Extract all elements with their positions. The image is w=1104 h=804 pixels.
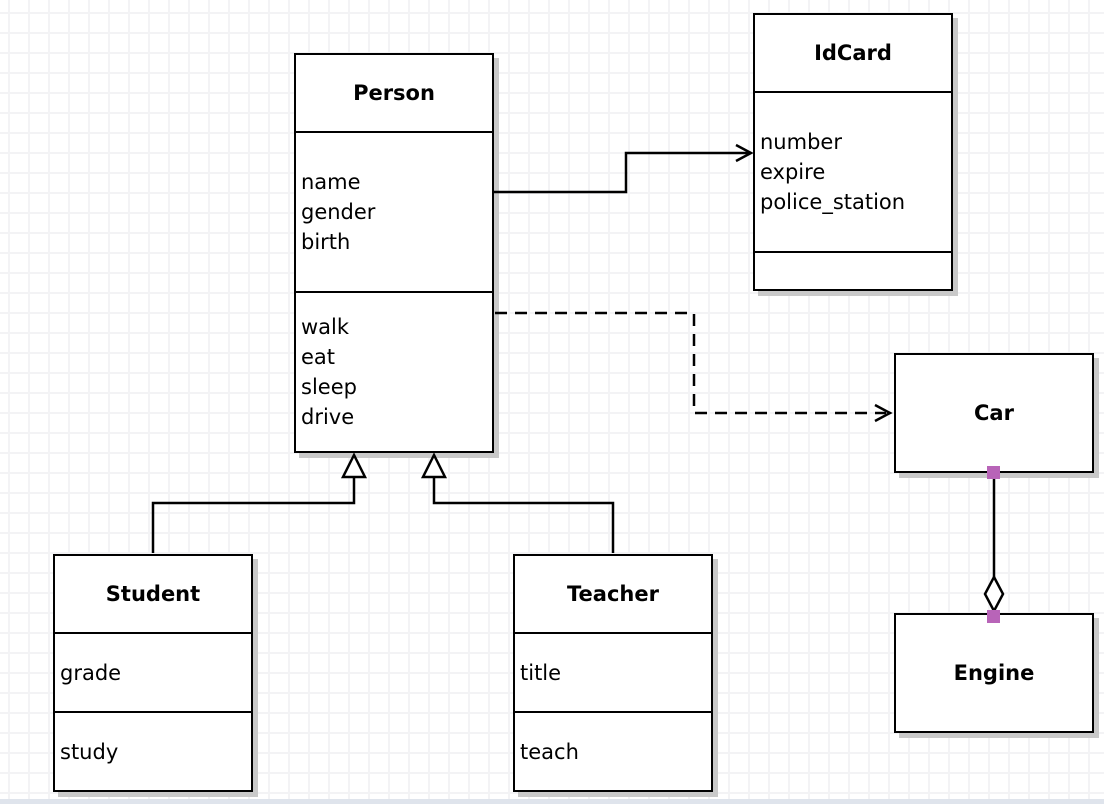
attribute-label: birth	[301, 230, 351, 254]
class-box-idcard[interactable]: IdCard number expire police_station	[753, 13, 953, 291]
attribute-label: name	[301, 170, 361, 194]
methods-compartment-teacher: teach	[515, 713, 711, 790]
connector-association-person-idcard[interactable]	[494, 143, 754, 194]
hollow-triangle-icon	[340, 452, 368, 479]
methods-compartment-idcard	[755, 253, 951, 289]
method-label: sleep	[301, 375, 357, 399]
connector-dependency-person-car[interactable]	[495, 311, 893, 423]
connector-generalization-teacher-person[interactable]	[420, 452, 615, 553]
class-box-student[interactable]: Student grade study	[53, 554, 253, 792]
attribute-label: grade	[60, 660, 122, 685]
attributes-compartment-person: name gender birth	[296, 133, 492, 293]
attribute-label: police_station	[760, 190, 906, 214]
attribute-label: number	[760, 130, 842, 154]
class-title-person: Person	[296, 55, 492, 133]
hollow-diamond-icon	[983, 574, 1005, 614]
canvas-bottom-edge	[0, 799, 1104, 804]
class-title-engine: Engine	[953, 661, 1035, 685]
class-title-student: Student	[55, 556, 251, 634]
attribute-label: title	[520, 660, 562, 685]
attributes-compartment-student: grade	[55, 634, 251, 713]
class-title-car: Car	[974, 401, 1014, 425]
method-label: study	[60, 739, 119, 764]
class-box-car[interactable]: Car	[894, 353, 1094, 473]
methods-compartment-person: walk eat sleep drive	[296, 293, 492, 451]
class-title-teacher: Teacher	[515, 556, 711, 634]
connector-aggregation-car-engine[interactable]	[983, 466, 1005, 623]
attributes-compartment-idcard: number expire police_station	[755, 93, 951, 253]
hollow-triangle-icon	[420, 452, 448, 479]
open-arrowhead-icon	[735, 143, 754, 163]
attribute-label: expire	[760, 160, 826, 184]
class-box-engine[interactable]: Engine	[894, 613, 1094, 733]
class-box-teacher[interactable]: Teacher title teach	[513, 554, 713, 792]
class-box-person[interactable]: Person name gender birth walk eat sleep …	[294, 53, 494, 453]
method-label: teach	[520, 739, 579, 764]
open-arrowhead-icon	[874, 403, 893, 423]
methods-compartment-student: study	[55, 713, 251, 790]
attributes-compartment-teacher: title	[515, 634, 711, 713]
connector-generalization-student-person[interactable]	[151, 452, 368, 553]
attribute-label: gender	[301, 200, 376, 224]
method-label: eat	[301, 345, 336, 369]
method-label: walk	[301, 315, 350, 339]
class-title-idcard: IdCard	[755, 15, 951, 93]
method-label: drive	[301, 405, 355, 429]
